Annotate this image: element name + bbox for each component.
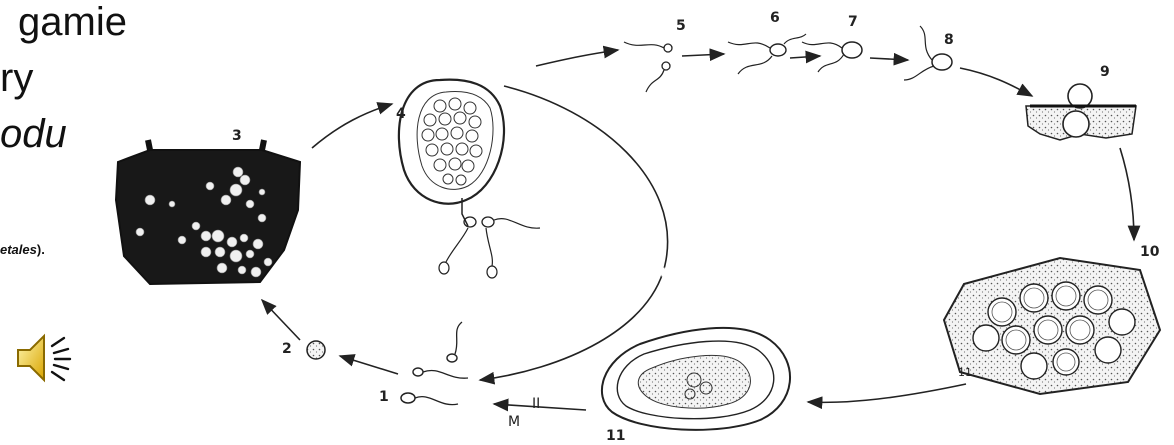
stage-11-resting-spore (602, 328, 790, 430)
label-stage-4: 4 (396, 106, 406, 122)
stage-4-zoosporangium (399, 80, 540, 278)
speaker-icon[interactable] (12, 326, 76, 390)
label-stage-11: 11 (606, 428, 625, 444)
dashed-segments (616, 92, 664, 276)
stage-9-penetration (1026, 84, 1136, 140)
speaker-graphic (12, 326, 76, 390)
label-stage-8: 8 (944, 32, 954, 48)
stage-10-resting-sporangia (944, 258, 1160, 394)
label-stage-1: 1 (379, 389, 389, 405)
label-stage-6: 6 (770, 10, 780, 26)
label-stage-10: 10 (1140, 244, 1159, 260)
stage-6-fusion (728, 34, 806, 74)
label-stage-2: 2 (282, 341, 292, 357)
label-stage-7: 7 (848, 14, 858, 30)
label-stage-11-inner: 11 (958, 366, 972, 379)
stage-2-spore (307, 341, 325, 359)
label-stage-9: 9 (1100, 64, 1110, 80)
marker-m: M (508, 414, 520, 430)
marker-bars: II (532, 396, 540, 412)
label-stage-5: 5 (676, 18, 686, 34)
stage-1-zoospores (401, 322, 468, 405)
stage-5-gametes (624, 42, 672, 92)
label-stage-3: 3 (232, 128, 242, 144)
stage-3-host-cell (116, 140, 300, 284)
